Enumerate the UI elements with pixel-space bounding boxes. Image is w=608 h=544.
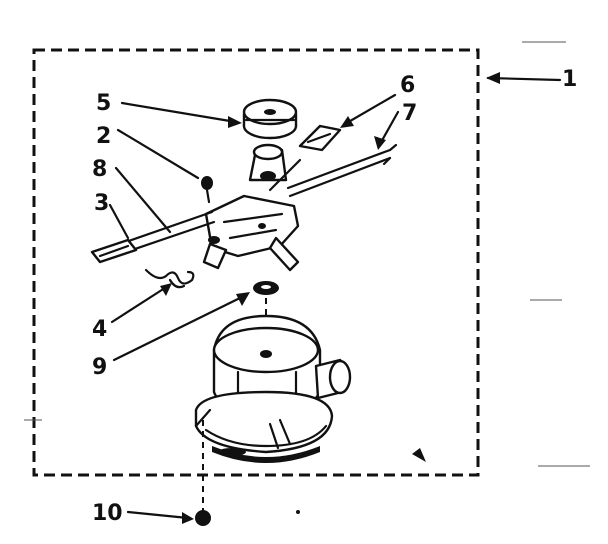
callout-5: 5 [96, 91, 111, 116]
scan-speck [412, 448, 426, 462]
leader-2 [116, 128, 200, 180]
part-7-link-rod [286, 143, 398, 198]
callout-2: 2 [96, 124, 111, 149]
callout-10: 10 [92, 501, 123, 526]
part-3-handle [90, 238, 138, 264]
callout-6: 6 [400, 73, 415, 98]
callout-8: 8 [92, 157, 107, 182]
part-2-screw [201, 176, 213, 204]
part-4-spring [144, 268, 195, 289]
scan-marks [24, 41, 590, 467]
leader-10 [126, 510, 194, 524]
lever-frame-assembly [118, 143, 302, 272]
leader-1 [486, 72, 562, 84]
leader-5 [120, 101, 242, 128]
callout-7: 7 [402, 101, 417, 126]
part-9-washer [253, 281, 279, 295]
part-10-bolt [195, 420, 211, 526]
leader-6 [340, 93, 397, 128]
drive-motor-housing [194, 314, 352, 463]
callout-9: 9 [92, 355, 107, 380]
part-6-clip [298, 124, 342, 152]
callout-4: 4 [92, 317, 107, 342]
leader-4 [110, 283, 172, 324]
scan-dot [296, 510, 300, 514]
leader-8 [114, 166, 172, 234]
leader-3 [108, 203, 130, 240]
leader-7 [374, 110, 400, 150]
callout-3: 3 [94, 191, 109, 216]
leader-9 [112, 292, 250, 362]
callout-1: 1 [562, 67, 577, 92]
part-5-pulley [242, 98, 298, 140]
assembly-boundary [32, 48, 480, 477]
